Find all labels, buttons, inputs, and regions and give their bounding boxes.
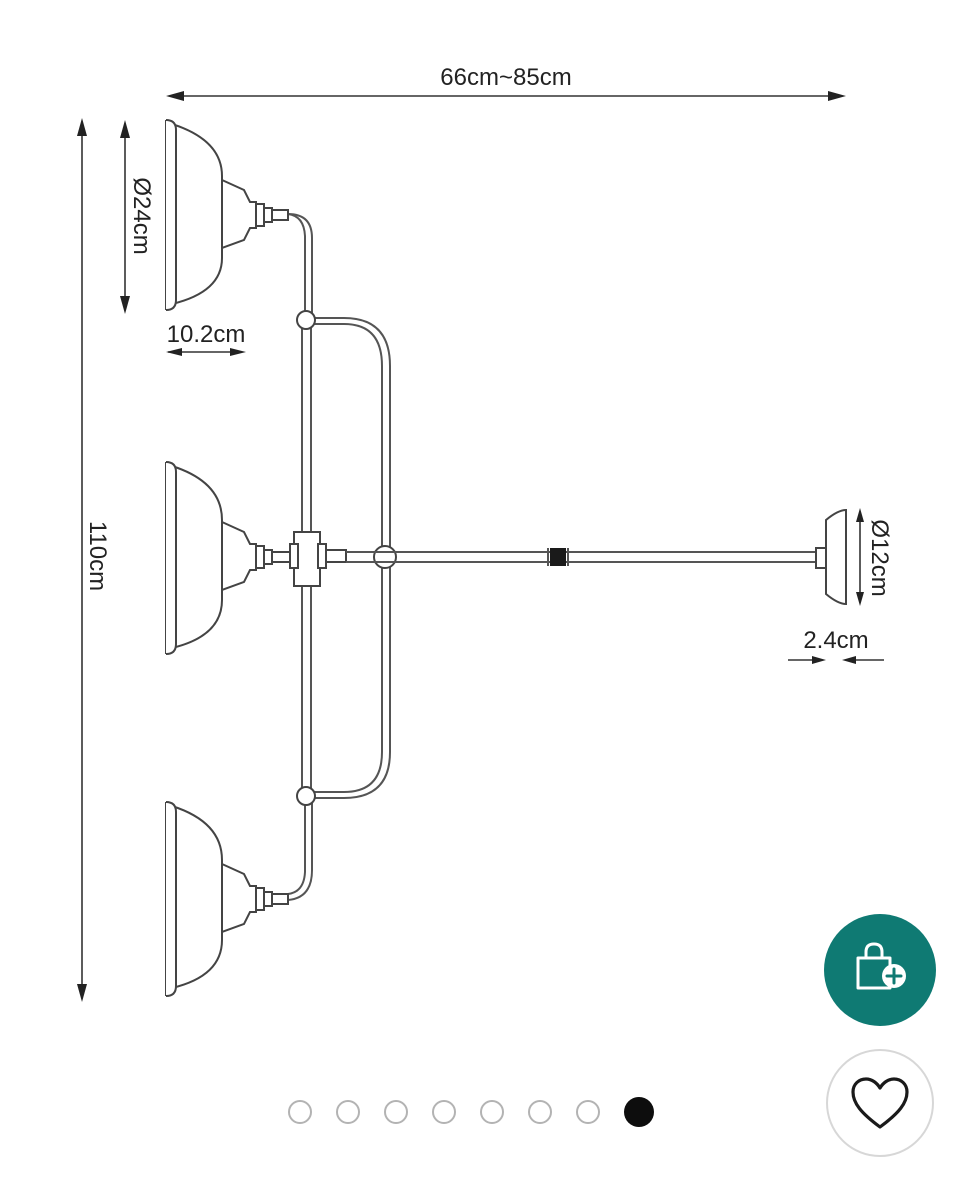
- pagination-dot[interactable]: [288, 1100, 312, 1124]
- wishlist-button[interactable]: [826, 1049, 934, 1157]
- fixture-frame: [287, 213, 820, 901]
- add-to-cart-button[interactable]: [824, 914, 936, 1026]
- shade-depth-dimension: 10.2cm: [166, 321, 246, 356]
- canopy-diameter-label: Ø12cm: [866, 519, 893, 596]
- heart-icon: [851, 1077, 909, 1129]
- pagination-dot-active[interactable]: [624, 1097, 654, 1127]
- pagination-dot[interactable]: [480, 1100, 504, 1124]
- shopping-bag-plus-icon: [856, 942, 906, 990]
- width-dimension: 66cm~85cm: [166, 64, 846, 101]
- pagination-dot[interactable]: [576, 1100, 600, 1124]
- lamp-shade-bottom: [165, 801, 289, 997]
- canopy-diameter-dimension: Ø12cm: [856, 508, 893, 606]
- height-label: 110cm: [84, 521, 111, 591]
- canopy-depth-dimension: 2.4cm: [788, 627, 884, 664]
- pagination-dot[interactable]: [336, 1100, 360, 1124]
- shade-diameter-label: Ø24cm: [128, 177, 155, 254]
- lamp-shade-middle: [165, 461, 291, 655]
- ceiling-canopy: [815, 508, 847, 606]
- canopy-depth-label: 2.4cm: [803, 627, 868, 654]
- pagination-dot[interactable]: [432, 1100, 456, 1124]
- shade-diameter-dimension: Ø24cm: [120, 120, 155, 314]
- height-dimension: 110cm: [77, 118, 111, 1002]
- shade-depth-label: 10.2cm: [167, 321, 246, 348]
- image-pagination: [288, 1096, 654, 1128]
- pagination-dot[interactable]: [384, 1100, 408, 1124]
- lamp-shade-top: [165, 119, 289, 311]
- pagination-dot[interactable]: [528, 1100, 552, 1124]
- width-label: 66cm~85cm: [440, 64, 571, 91]
